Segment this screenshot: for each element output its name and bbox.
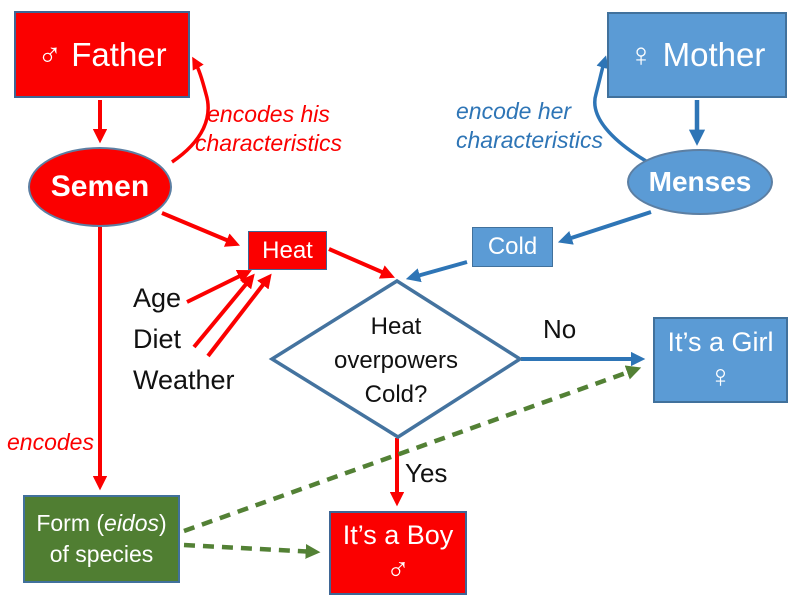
form-node: Form (eidos) of species: [23, 495, 180, 583]
heat-label: Heat: [262, 236, 313, 264]
edge-cold-decision-arrow: [405, 260, 468, 283]
edge-age-heat-arrow: [186, 269, 252, 304]
edge-form-boy-dashed-arrow: [183, 542, 321, 559]
form-line1-italic: eidos: [104, 509, 160, 536]
decision-label: Heat overpowers Cold?: [296, 310, 496, 412]
semen-node: Semen: [28, 147, 172, 227]
heat-node: Heat: [248, 231, 327, 270]
boy-node: It’s a Boy ♂: [329, 511, 467, 595]
decision-line1: Heat: [370, 313, 422, 340]
semen-label: Semen: [50, 170, 150, 203]
edge-heat-decision-arrow: [328, 247, 395, 279]
boy-label: It’s a Boy: [342, 520, 454, 551]
encodes-his-characteristics-label: encodes his characteristics: [195, 101, 342, 156]
father-label: ♂ Father: [37, 35, 167, 73]
diet-label: Diet: [133, 324, 182, 354]
cold-node: Cold: [472, 227, 553, 267]
father-node: ♂ Father: [14, 11, 190, 98]
curve-semen-father-arrow: [171, 56, 210, 164]
form-line1: Form (eidos): [36, 508, 166, 539]
mother-label: ♀ Mother: [628, 36, 766, 73]
form-line1-pre: Form (: [36, 509, 105, 536]
male-symbol: ♂: [386, 550, 410, 587]
girl-node: It’s a Girl ♀: [653, 317, 788, 403]
edge-menses-cold-arrow: [557, 210, 652, 245]
menses-label: Menses: [648, 166, 752, 197]
cold-label: Cold: [487, 233, 538, 260]
decision-diamond: [268, 278, 524, 440]
edge-weather-heat-arrow: [206, 273, 272, 358]
no-label: No: [543, 314, 577, 344]
weather-label: Weather: [133, 365, 235, 395]
menses-node: Menses: [627, 149, 773, 215]
encodes-label: encodes: [7, 429, 94, 455]
form-line2: of species: [49, 541, 154, 567]
age-label: Age: [133, 283, 182, 313]
mother-node: ♀ Mother: [607, 12, 787, 98]
decision-line3: Cold?: [364, 381, 428, 408]
curve-menses-mother-arrow: [593, 55, 647, 163]
encode-her-characteristics-label: encode her characteristics: [456, 98, 603, 153]
edge-diet-heat-arrow: [192, 273, 255, 349]
form-line1-post: ): [159, 509, 167, 536]
yes-label: Yes: [405, 458, 448, 488]
edge-form-girl-dashed-arrow: [183, 365, 642, 534]
girl-label: It’s a Girl: [667, 327, 774, 358]
edge-semen-heat-arrow: [161, 211, 240, 247]
decision-line2: overpowers: [333, 347, 459, 374]
female-symbol: ♀: [708, 357, 733, 394]
